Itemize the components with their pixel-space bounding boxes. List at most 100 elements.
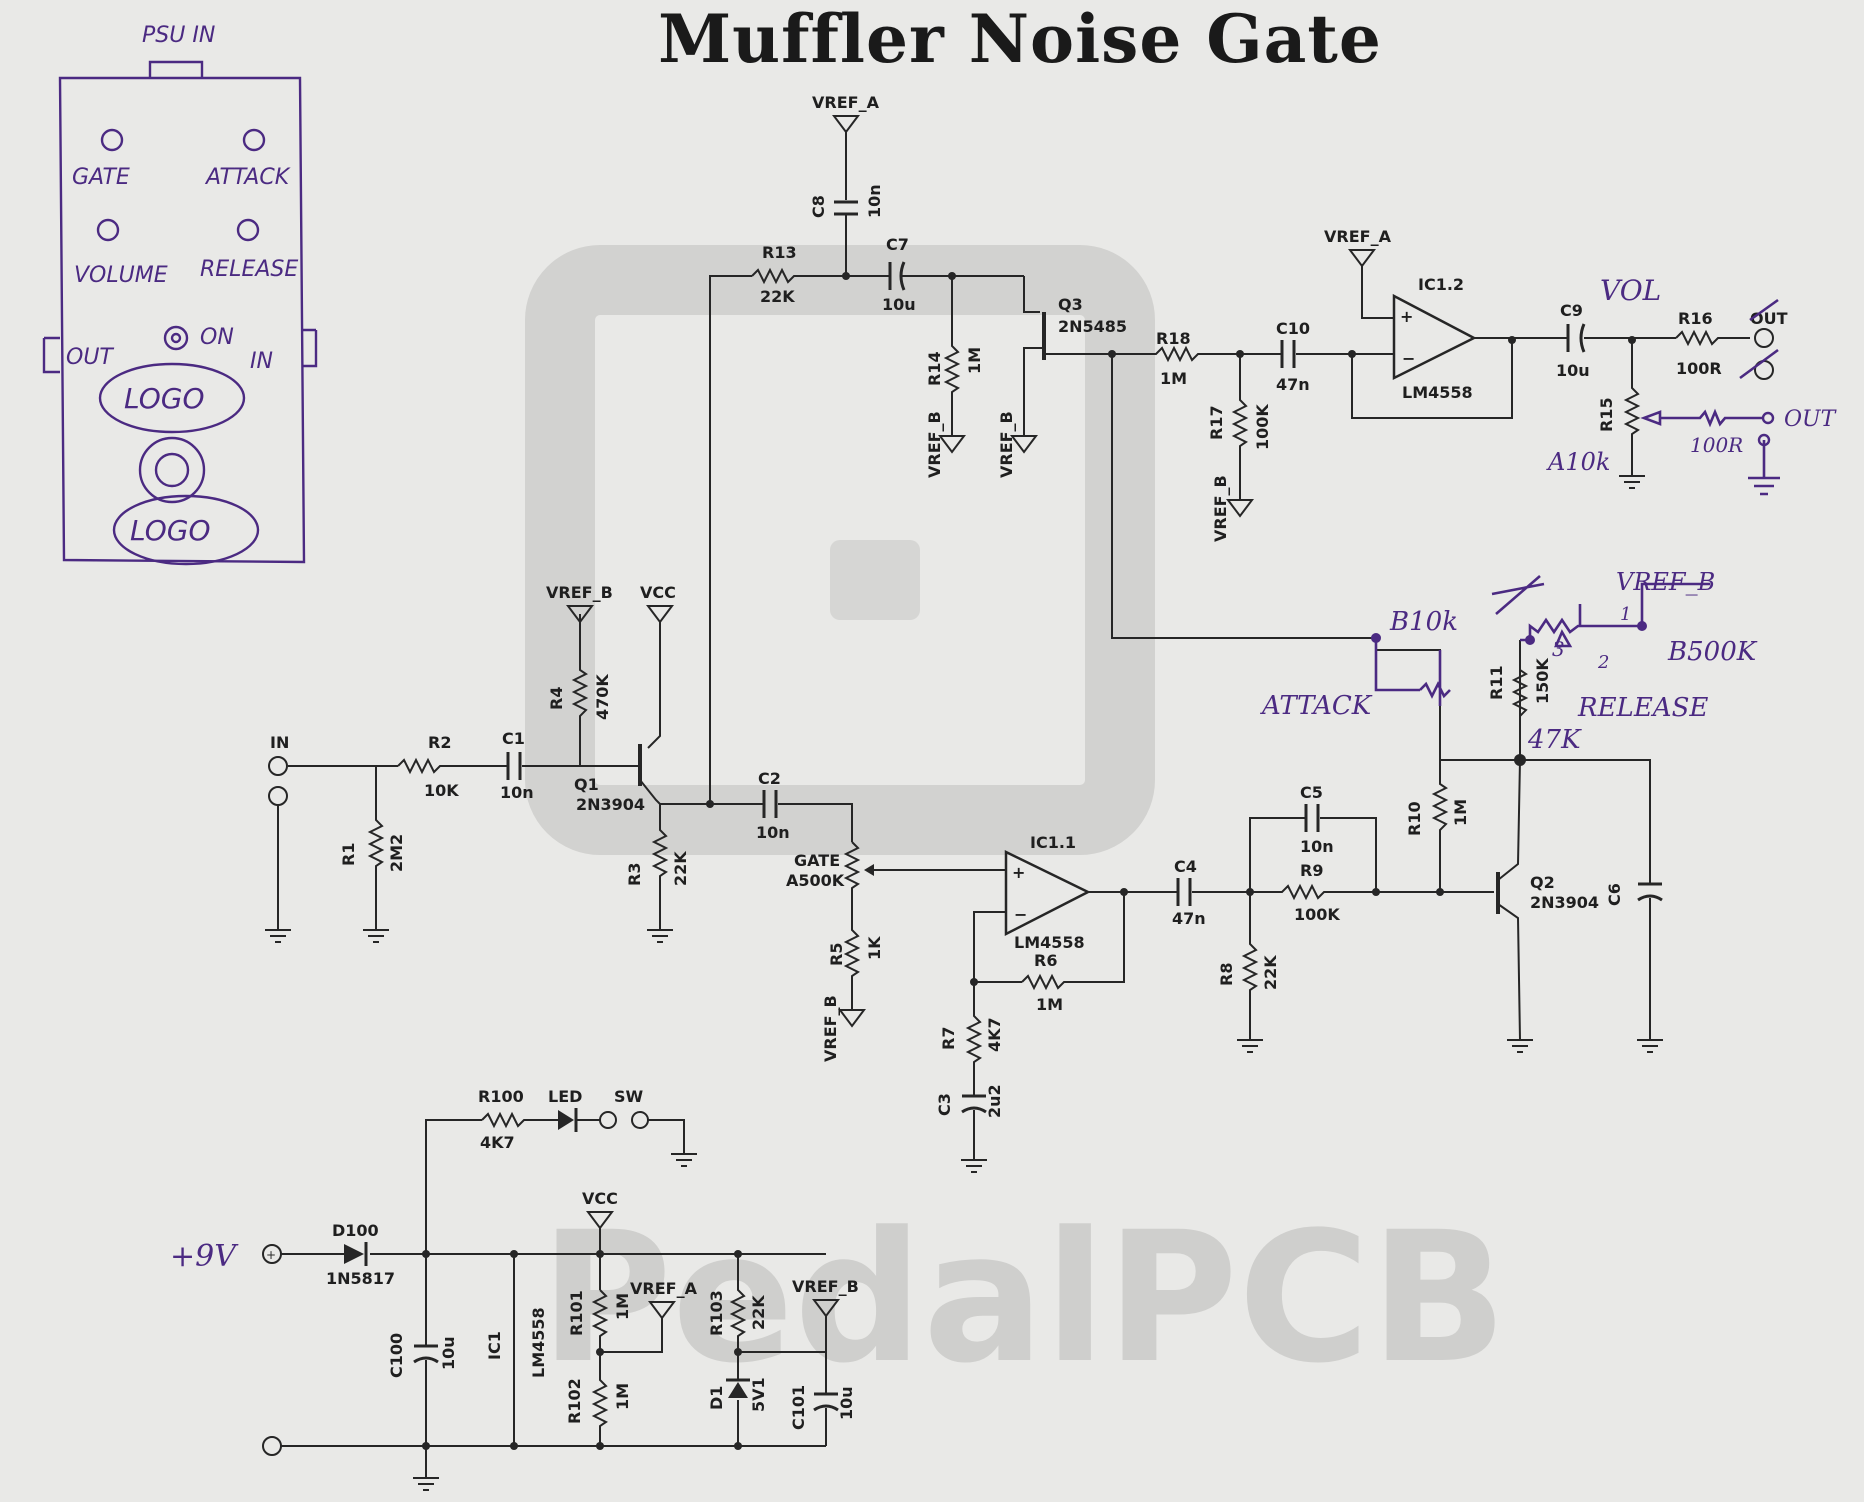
r18-ref: R18 (1156, 329, 1191, 348)
knob-attack-label: ATTACK (204, 165, 291, 190)
switch-on-label: ON (200, 325, 234, 350)
r100-val: 4K7 (480, 1133, 515, 1152)
r1-ref: R1 (339, 843, 358, 866)
r100-ref: R100 (478, 1087, 524, 1106)
r17-val: 100K (1253, 404, 1272, 450)
knob-gate-label: GATE (72, 165, 130, 190)
r16-ref: R16 (1678, 309, 1713, 328)
ic1-ref: IC1 (485, 1331, 504, 1360)
knob-release-label: RELEASE (200, 257, 298, 282)
r9-val: 100K (1294, 905, 1340, 924)
c100-ref: C100 (387, 1333, 406, 1378)
volume-mod-notes: VOL A10k OUT 100R (1546, 274, 1838, 496)
logo-bottom-label: LOGO (130, 514, 211, 547)
c4-ref: C4 (1174, 857, 1197, 876)
c6-ref: C6 (1605, 883, 1624, 906)
led-label: LED (548, 1087, 582, 1106)
c9-val: 10u (1556, 361, 1590, 380)
svg-text:+: + (266, 1248, 276, 1262)
title: Muffler Noise Gate (658, 0, 1382, 78)
d100-ref: D100 (332, 1221, 379, 1240)
q1-val: 2N3904 (576, 795, 645, 814)
c10-ref: C10 (1276, 319, 1310, 338)
vref-b-power: VREF_B (792, 1277, 859, 1296)
hw-out: OUT (1784, 407, 1838, 432)
hw-a10k: A10k (1546, 448, 1610, 476)
r2-val: 10K (424, 781, 459, 800)
vref-a-ic12: VREF_A (1324, 227, 1392, 246)
vcc-power: VCC (582, 1189, 618, 1208)
input-jack-label: IN (270, 733, 289, 752)
hw-nine-v: +9V (170, 1239, 239, 1274)
vref-b-r5: VREF_B (821, 995, 840, 1062)
vref-b-r17: VREF_B (1211, 475, 1230, 542)
enclosure-sketch (42, 60, 318, 566)
top-section: R13 22K C8 10n VREF_A C7 10u R14 1M VREF… (751, 93, 1788, 542)
hw-47k: 47K (1527, 725, 1582, 755)
r11-ref: R11 (1487, 665, 1506, 700)
hw-pin3: 3 (1552, 637, 1565, 661)
vref-b-q3: VREF_B (997, 411, 1016, 478)
c8-val: 10n (865, 184, 884, 218)
watermark: PedalPCB (525, 245, 1507, 1403)
r1-val: 2M2 (387, 834, 406, 872)
c4-val: 47n (1172, 909, 1206, 928)
hw-attack: ATTACK (1260, 691, 1373, 721)
c9-ref: C9 (1560, 301, 1583, 320)
r16-val: 100R (1676, 359, 1722, 378)
r7-val: 4K7 (985, 1017, 1004, 1052)
r6-val: 1M (1036, 995, 1063, 1014)
r5-ref: R5 (827, 943, 846, 966)
q3-ref: Q3 (1058, 295, 1083, 314)
ic11-ref: IC1.1 (1030, 833, 1076, 852)
r13-ref: R13 (762, 243, 797, 262)
r17-ref: R17 (1207, 405, 1226, 440)
gate-ref: GATE (794, 851, 840, 870)
svg-text:+: + (1400, 307, 1413, 326)
gate-section: C2 10n GATE A500K R5 1K VREF_B + − IC1.1… (740, 354, 1664, 1173)
hw-pin1: 1 (1620, 604, 1631, 625)
watermark-text: PedalPCB (540, 1194, 1507, 1403)
sw-label: SW (614, 1087, 644, 1106)
d1-ref: D1 (707, 1386, 726, 1410)
r4-val: 470K (593, 674, 612, 720)
power-section: + D100 1N5817 R100 4K7 LED SW C100 (170, 1087, 859, 1491)
r13-val: 22K (760, 287, 795, 306)
r8-ref: R8 (1217, 963, 1236, 986)
r8-val: 22K (1261, 955, 1280, 990)
hw-vref-b: VREF_B (1616, 568, 1715, 596)
c101-val: 10u (837, 1386, 856, 1420)
vref-a-power: VREF_A (630, 1279, 698, 1298)
vref-b-r14: VREF_B (925, 411, 944, 478)
d100-val: 1N5817 (326, 1269, 395, 1288)
c2-ref: C2 (758, 769, 781, 788)
hw-pin2: 2 (1597, 652, 1609, 673)
c1-ref: C1 (502, 729, 525, 748)
c5-val: 10n (1300, 837, 1334, 856)
r102-val: 1M (613, 1383, 632, 1410)
jack-out-label: OUT (66, 345, 114, 370)
r102-ref: R102 (565, 1378, 584, 1424)
r14-val: 1M (965, 347, 984, 374)
r101-val: 1M (613, 1293, 632, 1320)
r15-ref: R15 (1597, 397, 1616, 432)
r2-ref: R2 (428, 733, 451, 752)
r18-val: 1M (1160, 369, 1187, 388)
svg-text:+: + (1012, 863, 1025, 882)
r10-val: 1M (1451, 799, 1470, 826)
vcc-q1: VCC (640, 583, 676, 602)
c2-val: 10n (756, 823, 790, 842)
q1-ref: Q1 (574, 775, 599, 794)
hw-b500k: B500K (1667, 637, 1758, 667)
q2-ref: Q2 (1530, 873, 1555, 892)
q3-val: 2N5485 (1058, 317, 1127, 336)
hw-vol: VOL (1600, 274, 1661, 307)
r103-val: 22K (749, 1295, 768, 1330)
svg-text:−: − (1014, 905, 1027, 924)
ic12-val: LM4558 (1402, 383, 1473, 402)
out-jack-label: OUT (1750, 309, 1788, 328)
svg-text:−: − (1402, 349, 1415, 368)
hw-release: RELEASE (1577, 693, 1708, 723)
c100-val: 10u (439, 1336, 458, 1370)
r101-ref: R101 (567, 1290, 586, 1336)
